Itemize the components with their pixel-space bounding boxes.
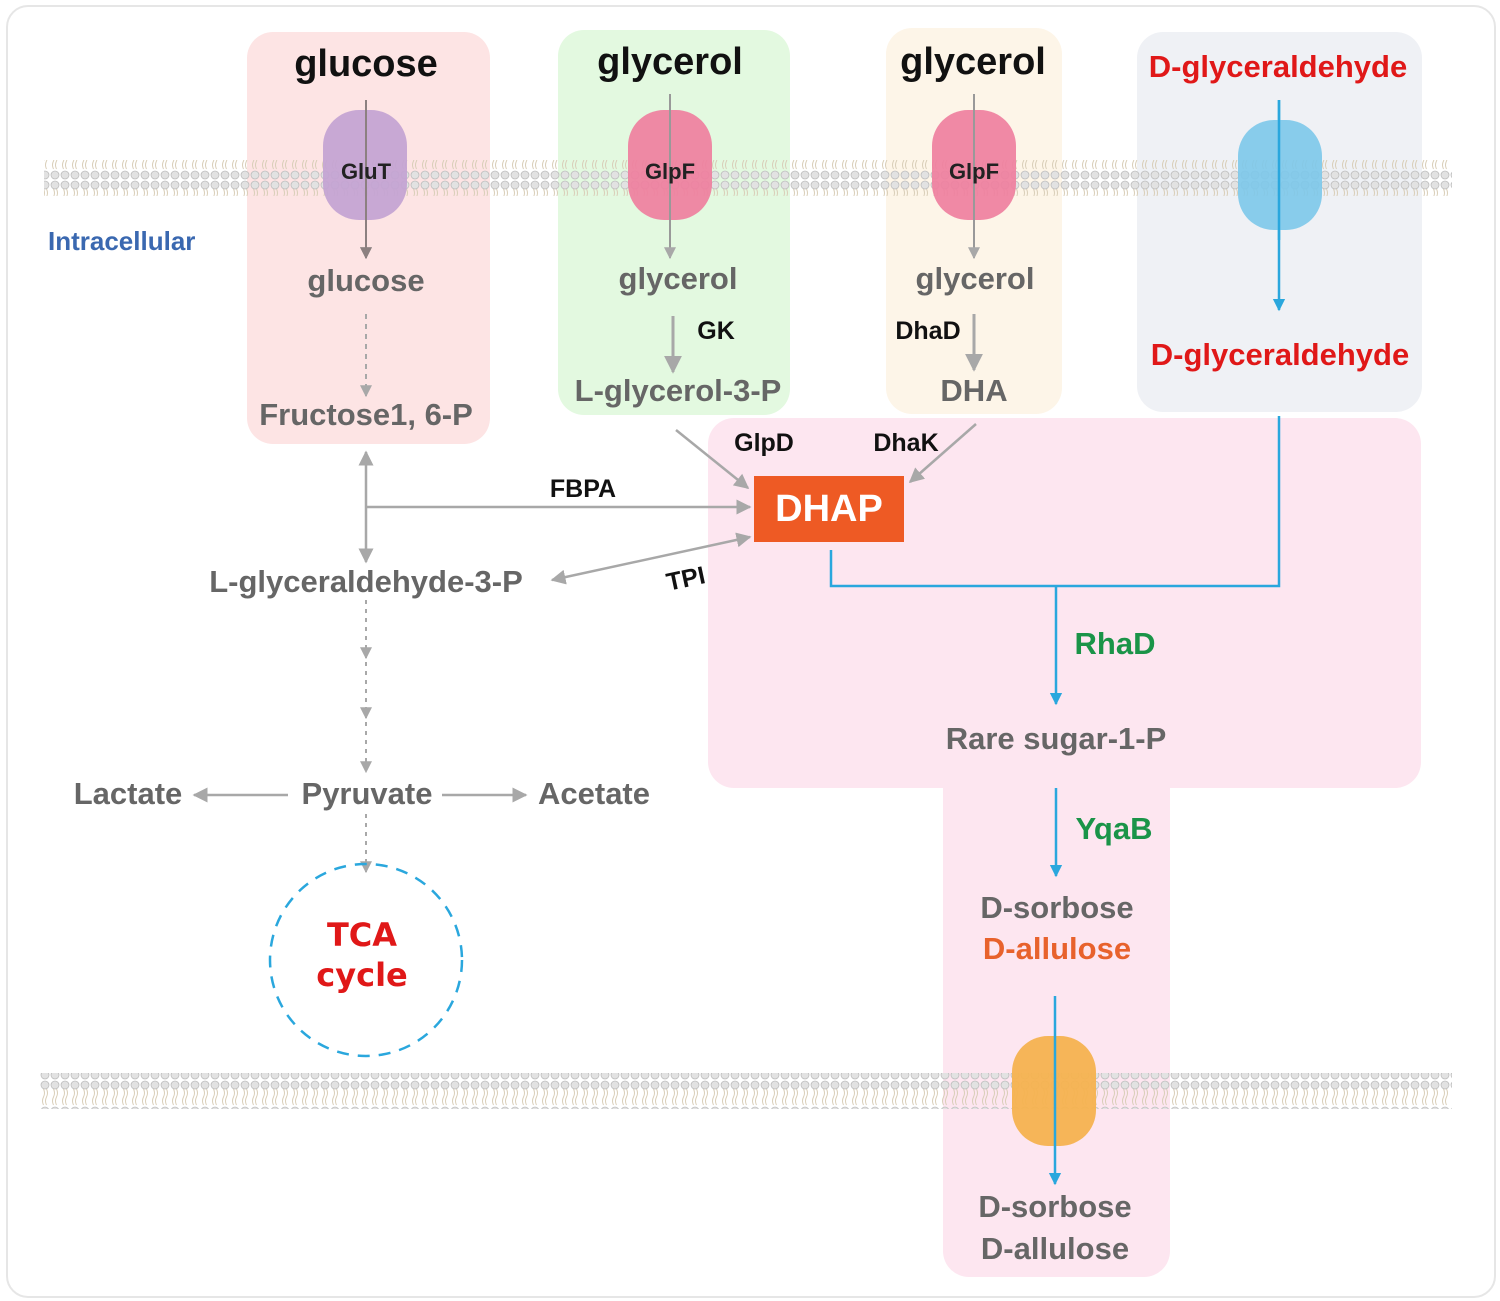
glycerol-extracellular-2: glycerol: [900, 41, 1046, 83]
tca-cycle-circle: [268, 862, 464, 1058]
enzyme-rhad: RhaD: [1074, 626, 1156, 661]
intracellular-label: Intracellular: [48, 226, 196, 256]
dhap-label: DHAP: [775, 488, 883, 530]
arrow-glpd: [675, 429, 750, 489]
glut-label: GluT: [340, 159, 392, 184]
acetate: Acetate: [538, 776, 650, 811]
d-allulose-exported: D-allulose: [980, 1231, 1130, 1266]
top-membrane: [44, 160, 1452, 196]
d-sorbose-exported: D-sorbose: [978, 1189, 1132, 1224]
glycerol-intracellular-2: glycerol: [915, 261, 1035, 296]
glpf-label-2: GlpF: [948, 159, 1000, 184]
glyceraldehyde-extracellular: D-glyceraldehyde: [1148, 49, 1408, 84]
rare-sugar-1-phosphate: Rare sugar-1-P: [945, 721, 1167, 756]
tca-label-line1: TCA: [326, 916, 398, 954]
exporter-transporter: [1012, 1036, 1096, 1146]
enzyme-gk: GK: [697, 317, 735, 345]
arrow-tpi: [550, 532, 752, 585]
lactate: Lactate: [73, 776, 183, 811]
tca-label-line2: cycle: [316, 956, 408, 994]
glucose-intracellular: glucose: [307, 263, 425, 298]
glycerol-extracellular-1: glycerol: [597, 41, 743, 83]
bottom-membrane: [40, 1073, 1452, 1109]
enzyme-fbpa: FBPA: [549, 475, 617, 503]
glucose-extracellular: glucose: [294, 43, 438, 85]
enzyme-dhak: DhaK: [873, 429, 939, 457]
d-allulose-intracellular: D-allulose: [982, 931, 1132, 966]
enzyme-yqab: YqaB: [1075, 811, 1153, 846]
glycerol-intracellular-1: glycerol: [618, 261, 738, 296]
enzyme-dhad: DhaD: [895, 317, 961, 345]
enzyme-glpd: GlpD: [734, 429, 794, 457]
glucose-panel: [247, 32, 490, 444]
glyceraldehyde-intracellular: D-glyceraldehyde: [1150, 337, 1410, 372]
arrow-dhak: [908, 423, 977, 483]
glpf-label-1: GlpF: [644, 159, 696, 184]
pyruvate: Pyruvate: [301, 776, 433, 811]
d-sorbose-intracellular: D-sorbose: [980, 890, 1134, 925]
dhap-box: [754, 476, 904, 542]
glyceraldehyde-3-phosphate: L-glyceraldehyde-3-P: [209, 564, 523, 599]
dha: DHA: [940, 373, 1008, 408]
fructose-bisphosphate: Fructose1, 6-P: [259, 397, 473, 432]
glyceraldehyde-transporter: [1238, 120, 1322, 230]
glycerol-3-phosphate: L-glycerol-3-P: [574, 373, 782, 408]
